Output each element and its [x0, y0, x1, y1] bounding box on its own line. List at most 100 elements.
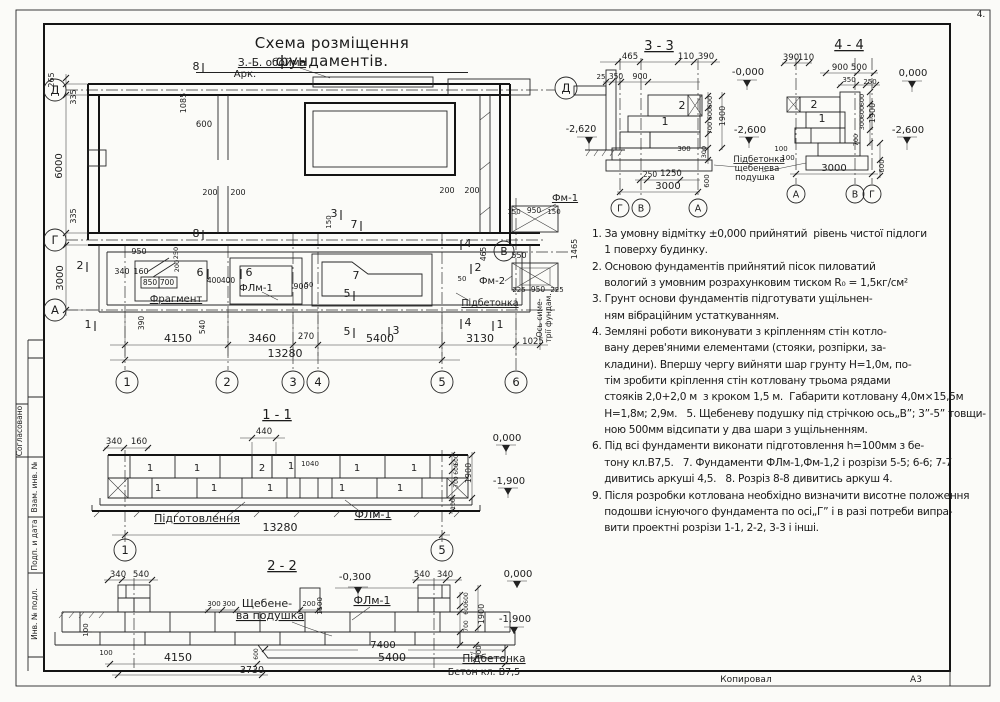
- s11-label: 2: [259, 463, 265, 474]
- plan-label: Ось симе-: [535, 298, 544, 337]
- titleblock-podp-label: Подп. и дата: [30, 519, 39, 570]
- s33-label: 600: [706, 96, 714, 108]
- plan-label: 250: [172, 247, 180, 259]
- plan-label: 13280: [268, 347, 303, 360]
- note-line: 2. Основою фундаментів прийнятий пісок п…: [592, 260, 876, 273]
- s22-label: ва подушка: [236, 609, 304, 622]
- plan-label: З.-Б. обойма: [238, 57, 306, 69]
- axis-circle: [430, 370, 454, 394]
- s11-label: 1 - 1: [262, 408, 292, 423]
- s22-label: 300: [207, 600, 220, 608]
- plan-label: 200: [202, 188, 217, 197]
- s33-label: 3 - 3: [644, 39, 674, 54]
- note-line: 3. Грунт основи фундаментів підготувати …: [592, 293, 873, 306]
- axis-circle: [786, 184, 806, 204]
- axis-circle: [631, 198, 651, 218]
- s22-label: 0,000: [504, 569, 533, 580]
- note-line: вологий з умовним розрахунковим тиском R…: [592, 277, 908, 290]
- plan-label: 4: [465, 316, 472, 329]
- s22-label: 600: [463, 603, 470, 615]
- note-line: тім зробити кріплення стін котловану трь…: [592, 375, 891, 388]
- s44-label: 600: [858, 94, 866, 106]
- s22-label: 300: [222, 600, 235, 608]
- plan-label: 8: [193, 60, 200, 73]
- s44-label: 1: [819, 112, 826, 125]
- axis-circle: [862, 184, 882, 204]
- s11-label: 1: [211, 483, 217, 494]
- axis-circle: [115, 370, 139, 394]
- notes-list: 1. За умовну відмітку ±0,000 прийнятий р…: [592, 226, 986, 537]
- section-4-4: [761, 58, 922, 184]
- plan-label: 6000: [54, 153, 65, 178]
- s22-label: 340: [437, 570, 453, 580]
- axis-circle-label: Д: [561, 81, 570, 95]
- axis-circle-label: 5: [438, 375, 445, 389]
- plan-label: 3: [331, 207, 338, 220]
- page-label: 4.: [977, 10, 986, 20]
- s33-label: 1900: [718, 106, 727, 126]
- s33-label: 465: [622, 52, 638, 62]
- s44-label: 4 - 4: [834, 38, 864, 53]
- s44-label: 900: [832, 63, 848, 73]
- note-line: стояків 2,0+2,0 м з кроком 1,5 м. Габари…: [592, 391, 964, 404]
- s11-label: 1900: [464, 463, 473, 483]
- axis-circle: [504, 370, 528, 394]
- axis-circle-label: А: [695, 203, 702, 214]
- axis-circle: [554, 76, 578, 100]
- plan-label: 5400: [366, 332, 394, 345]
- plan-label: 950: [531, 285, 546, 294]
- plan-label: 3460: [248, 332, 276, 345]
- plan-label: 270: [298, 332, 314, 342]
- s22-label: Щебене-: [242, 597, 292, 610]
- plan-label: 900: [293, 282, 308, 291]
- s33-label: 700: [706, 122, 714, 134]
- s44-label: 250: [863, 78, 876, 86]
- s44-label: 300: [858, 118, 866, 130]
- s44-label: 3000: [821, 163, 846, 174]
- plan-label: Фрагмент: [150, 294, 203, 305]
- plan-label: 6: [197, 266, 204, 279]
- axis-circle-label: В: [638, 203, 644, 214]
- plan-label: 8: [193, 227, 200, 240]
- axis-circle-label: 3: [289, 375, 296, 389]
- plan-label: Фм-2: [479, 276, 505, 287]
- note-line: тону кл.В7,5. 7. Фундаменти ФЛм-1,Фм-1,2…: [592, 456, 952, 469]
- s33-label: подушка: [735, 173, 775, 183]
- section-3-3: [573, 58, 759, 196]
- plan-label: 2: [77, 259, 84, 272]
- plan-label: 5: [344, 287, 351, 300]
- s44-label: 2: [811, 98, 818, 111]
- s33-label: 1250: [660, 169, 682, 179]
- s44-label: 110: [798, 53, 814, 63]
- plan-label: 400: [207, 276, 222, 285]
- note-line: 6. Під всі фундаменти виконати підготовл…: [592, 440, 924, 453]
- s22-label: 540: [414, 570, 430, 580]
- drawing-title: Схема розміщення фундаментів.: [196, 34, 468, 73]
- section-2-2: [54, 576, 527, 679]
- s33-label: 1: [662, 115, 669, 128]
- plan-label: 200: [173, 260, 181, 272]
- plan-label: Підбетонка: [461, 298, 518, 309]
- axis-circle-label: Д: [50, 83, 59, 97]
- s11-label: 340: [106, 437, 122, 447]
- plan-label: 600: [196, 120, 212, 130]
- s22-label: 100: [82, 623, 90, 636]
- plan-label: 335: [69, 89, 78, 104]
- s22-label: 2 - 2: [267, 559, 297, 574]
- plan-label: 400: [221, 276, 236, 285]
- note-line: вану дерев'яними елементами (стояки, роз…: [592, 342, 886, 355]
- s22-label: -1,900: [499, 614, 531, 625]
- s33-label: 600: [706, 108, 714, 120]
- axis-circle: [113, 538, 137, 562]
- s11-label: 1: [397, 483, 403, 494]
- plan-label: 3: [393, 324, 400, 337]
- axis-circle: [430, 538, 454, 562]
- note-line: 9. Після розробки котлована необхідно ви…: [592, 489, 970, 502]
- plan-label: 3000: [55, 265, 66, 290]
- plan-label: 6: [246, 266, 253, 279]
- titleblock-inv-label: Инв. № подл.: [30, 588, 39, 640]
- s11-label: 1040: [301, 460, 319, 468]
- plan-label: 50: [458, 275, 467, 283]
- plan-label: 150: [507, 208, 520, 216]
